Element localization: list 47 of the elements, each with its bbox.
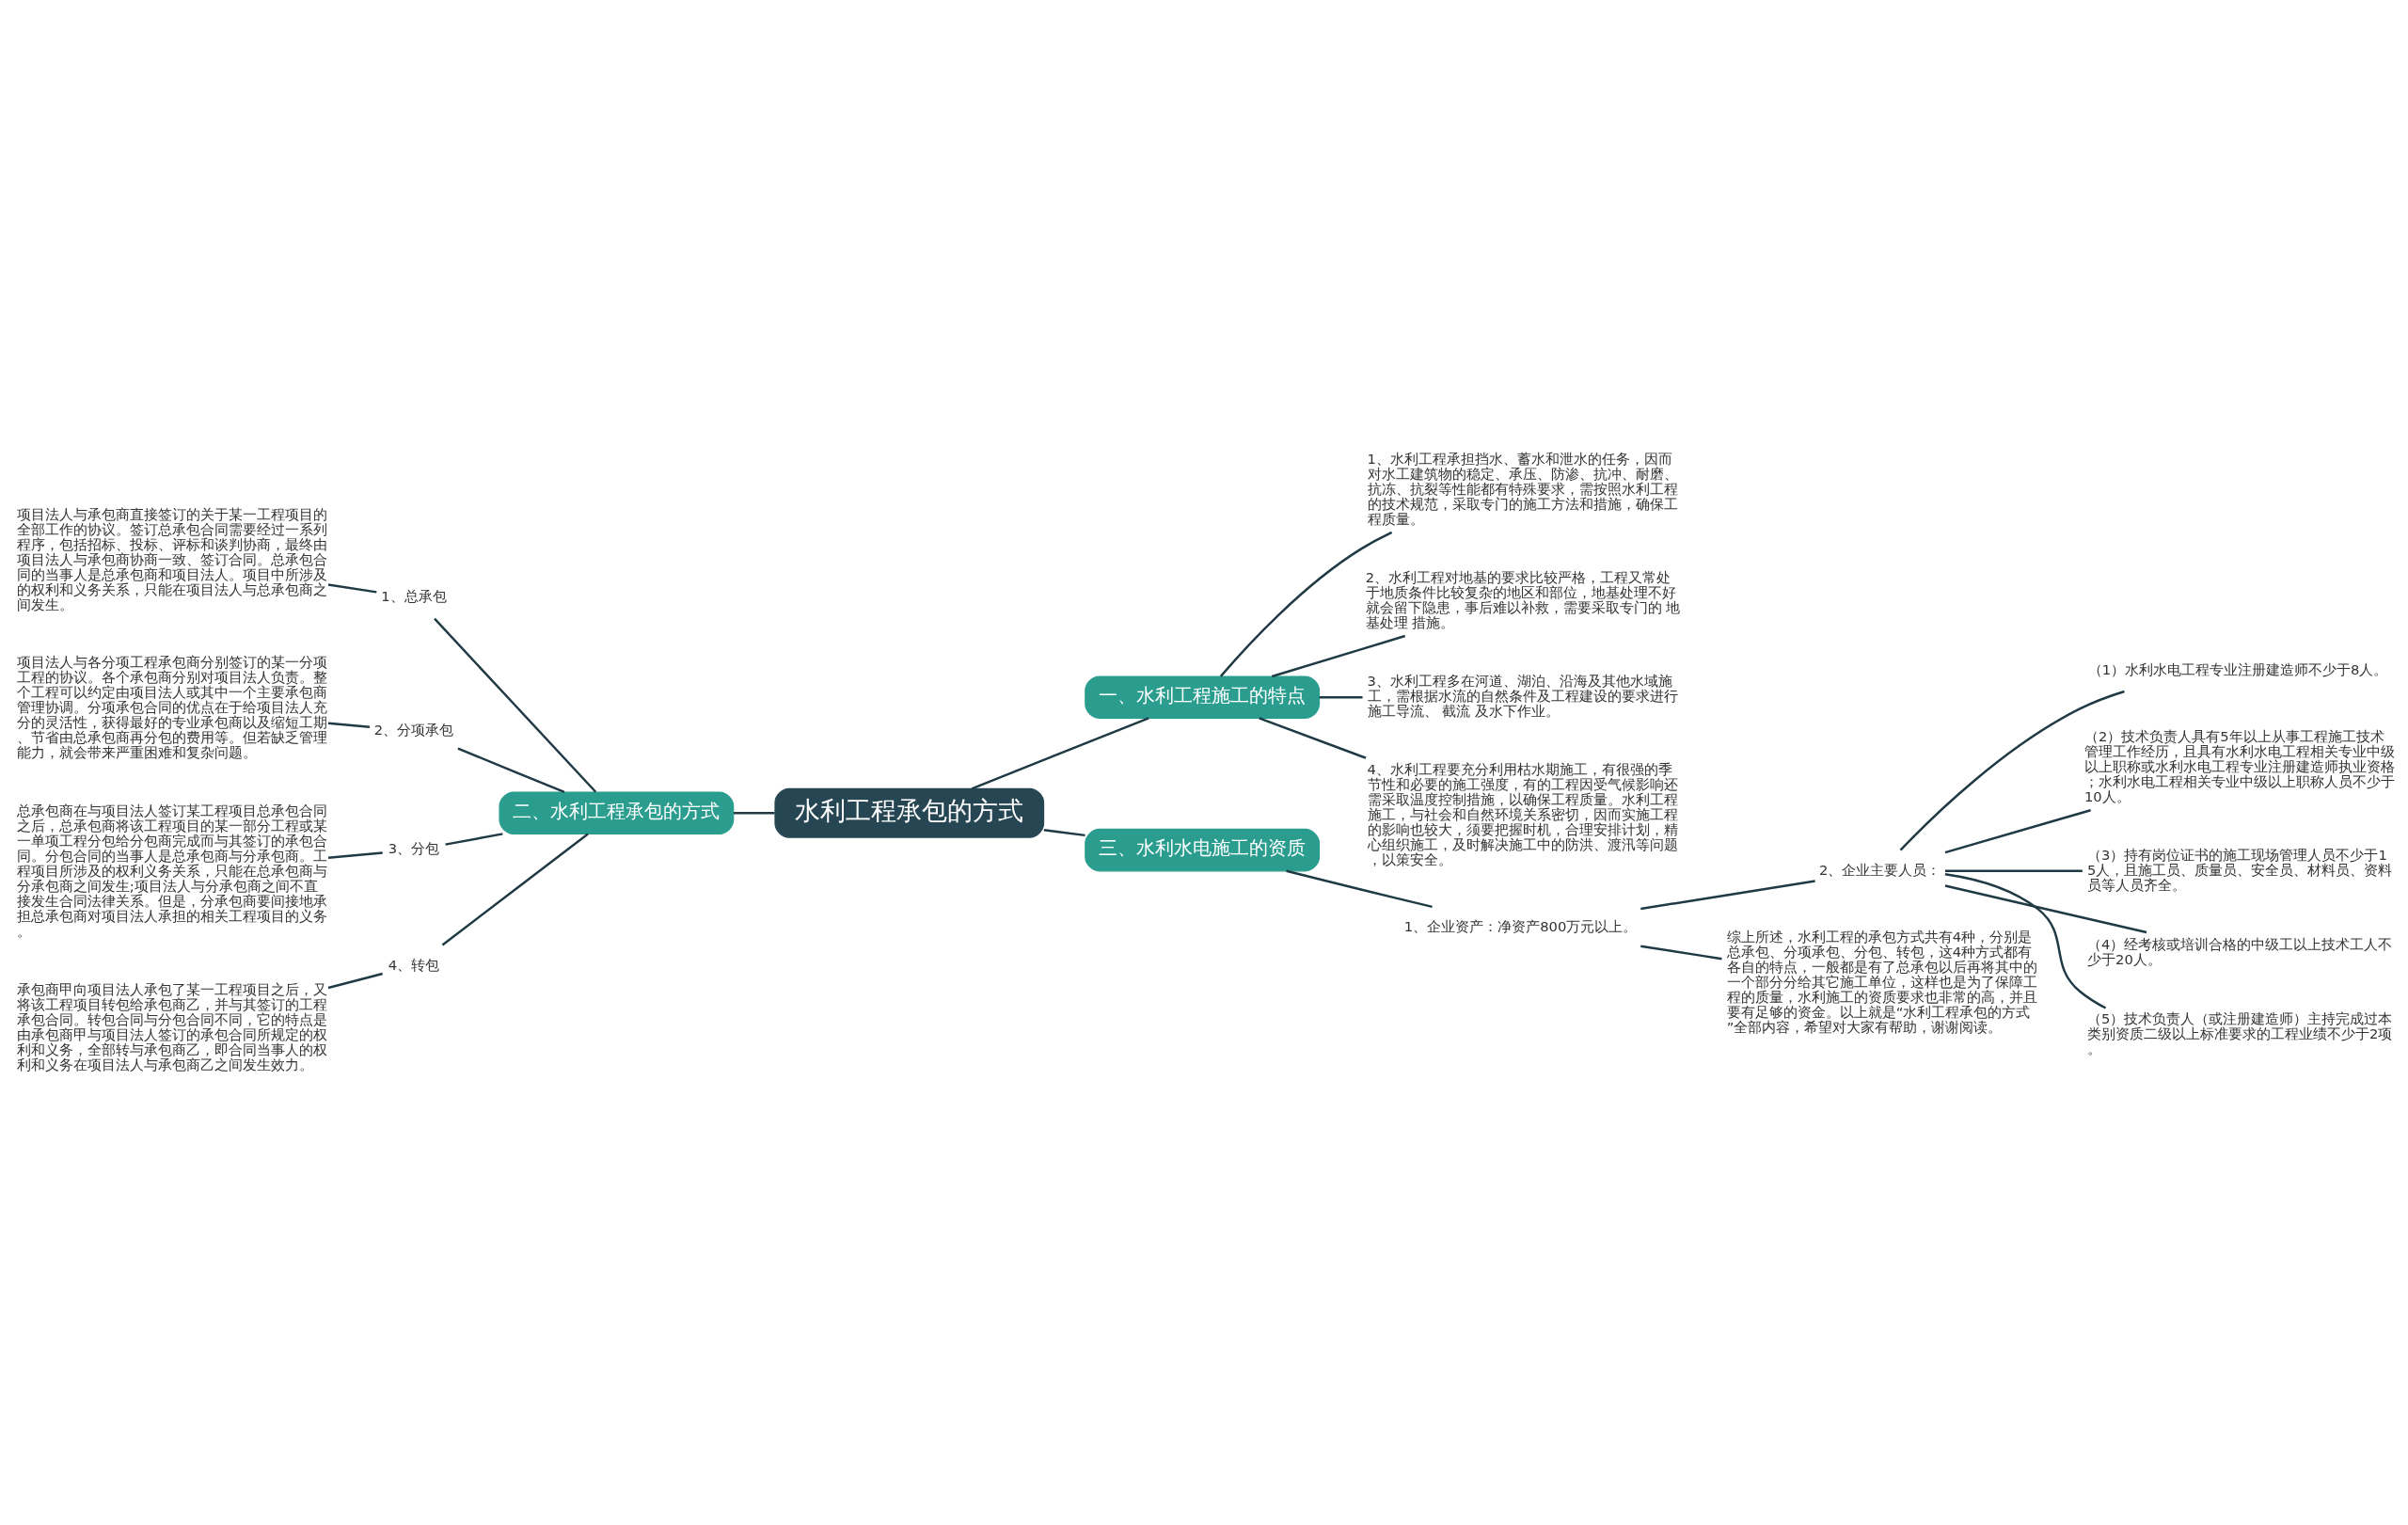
connector xyxy=(1944,883,2147,933)
connector xyxy=(457,746,565,793)
node-box: 水利工程承包的方式 xyxy=(774,787,1045,838)
connector xyxy=(734,811,775,814)
node-text: 4、转包 xyxy=(388,956,440,973)
node-text: 3、分包 xyxy=(388,839,440,856)
connector xyxy=(434,617,597,793)
node-box: 三、水利水电施工的资质 xyxy=(1085,828,1321,871)
node-text: （3）持有岗位证书的施工现场管理人员不少于15人，且施工员、质量员、安全员、材料员、资料员等人员齐全。 xyxy=(2087,846,2393,893)
connector xyxy=(327,582,377,594)
connector xyxy=(1219,531,1393,677)
connector xyxy=(441,833,589,945)
node-box: 一、水利工程施工的特点 xyxy=(1085,675,1321,719)
connector xyxy=(1899,690,2125,850)
connector xyxy=(445,832,503,846)
node-text: 总承包商在与项目法人签订某工程项目总承包合同之后，总承包商将该工程项目的某一部分工程或某一单项工程分包给分包商完成而与其签订的承包合同。分包合同的当事人是总承包商与分承包商。工程项目所涉及的权利义务关系，只能在总承包商与分承包商之间发生;项目法人与分承包商之间不直接发生合同法律关系。但是，分承包商要间接地承担总承包商对项目法人承担的相关工程项目的义务。 xyxy=(16,802,327,939)
node-text: 项目法人与承包商直接签订的关于某一工程项目的全部工作的协议。签订总承包合同需要经过一系列程序，包括招标、投标、评标和谈判协商，最终由项目法人与承包商协商一致、签订合同。总承包合同的当事人是总承包商和项目法人。项目中所涉及的权利和义务关系，只能在项目法人与总承包商之间发生。 xyxy=(16,505,327,612)
node-text: 1、水利工程承担挡水、蓄水和泄水的任务，因而对水工建筑物的稳定、承压、防渗、抗冲、耐磨、抗冻、抗裂等性能都有特殊要求，需按照水利工程的技术规范，采取专门的施工方法和措施，确保工程质量。 xyxy=(1367,450,1678,527)
node-text: 综上所述，水利工程的承包方式共有4种，分别是总承包、分项承包、分包、转包，这4种方式都有各自的特点，一般都是有了总承包以后再将其中的一个部分分给其它施工单位，这样也是为了保障工程的质量，水利施工的资质要求也非常的高，并且要有足够的资金。以上就是“水利工程承包的方式”全部内容，希望对大家有帮助，谢谢阅读。 xyxy=(1726,928,2037,1035)
node-text: （4）经考核或培训合格的中级工以上技术工人不少于20人。 xyxy=(2087,935,2393,967)
connector xyxy=(1259,716,1367,759)
connector xyxy=(1945,869,2083,872)
node-text: 1、企业资产：净资产800万元以上。 xyxy=(1403,917,1638,934)
node-box: 二、水利工程承包的方式 xyxy=(499,790,735,834)
node-text: 2、水利工程对地基的要求比较严格，工程又常处于地质条件比较复杂的地区和部位，地基处理不好就会留下隐患，事后难以补救，需要采取专门的 地基处理 措施。 xyxy=(1365,568,1681,630)
connector xyxy=(1640,879,1815,910)
node-text: 1、总承包 xyxy=(381,587,447,604)
connector xyxy=(1043,828,1085,836)
connector xyxy=(1286,869,1433,908)
node-text: 3、水利工程多在河道、湖泊、沿海及其他水域施工，需根据水流的自然条件及工程建设的要求进行施工导流、 截流 及水下作业。 xyxy=(1367,672,1678,719)
node-text: （2）技术负责人具有5年以上从事工程施工技术管理工作经历，且具有水利水电工程相关专业中级以上职称或水利水电工程专业注册建造师执业资格；水利水电工程相关专业中级以上职称人员不少于10人。 xyxy=(2084,727,2395,804)
connector xyxy=(327,850,383,859)
node-text: （1）水利水电工程专业注册建造师不少于8人。 xyxy=(2087,660,2388,677)
node-text: 2、企业主要人员： xyxy=(1819,861,1941,878)
node-text: （5）技术负责人（或注册建造师）主持完成过本类别资质二级以上标准要求的工程业绩不少于2项。 xyxy=(2087,1009,2393,1056)
connector xyxy=(1944,808,2091,853)
node-text: 承包商甲向项目法人承包了某一工程项目之后，又将该工程项目转包给承包商乙，并与其签订的工程承包合同。转包合同与分包合同不同，它的特点是由承包商甲与项目法人签订的承包合同所规定的权利和义务，全部转与承包商乙，即合同当事人的权利和义务在项目法人与承包商乙之间发生效力。 xyxy=(16,980,327,1072)
connector xyxy=(1944,872,2107,1009)
node-text: 4、水利工程要充分利用枯水期施工，有很强的季节性和必要的施工强度，有的工程因受气候影响还需采取温度控制措施，以确保工程质量。水利工程施工，与社会和自然环境关系密切，因而实施工程的影响也较大，须要把握时机，合理安排计划，精心组织施工，及时解决施工中的防洪、渡汛等问题，以策安全。 xyxy=(1367,760,1678,867)
connector xyxy=(1271,634,1406,677)
connector xyxy=(327,721,371,728)
connector xyxy=(971,716,1149,789)
connector xyxy=(1319,695,1363,698)
node-text: 2、分项承包 xyxy=(373,721,454,738)
connector xyxy=(327,972,383,989)
node-text: 项目法人与各分项工程承包商分别签订的某一分项工程的协议。各个承包商分别对项目法人负责。整个工程可以约定由项目法人或其中一个主要承包商管理协调。分项承包合同的优点在于给项目法人充分的灵活性，获得最好的专业承包商以及缩短工期、节省由总承包商再分包的费用等。但若缺乏管理能力，就会带来严重困难和复杂问题。 xyxy=(16,653,327,760)
connector xyxy=(1640,945,1722,960)
